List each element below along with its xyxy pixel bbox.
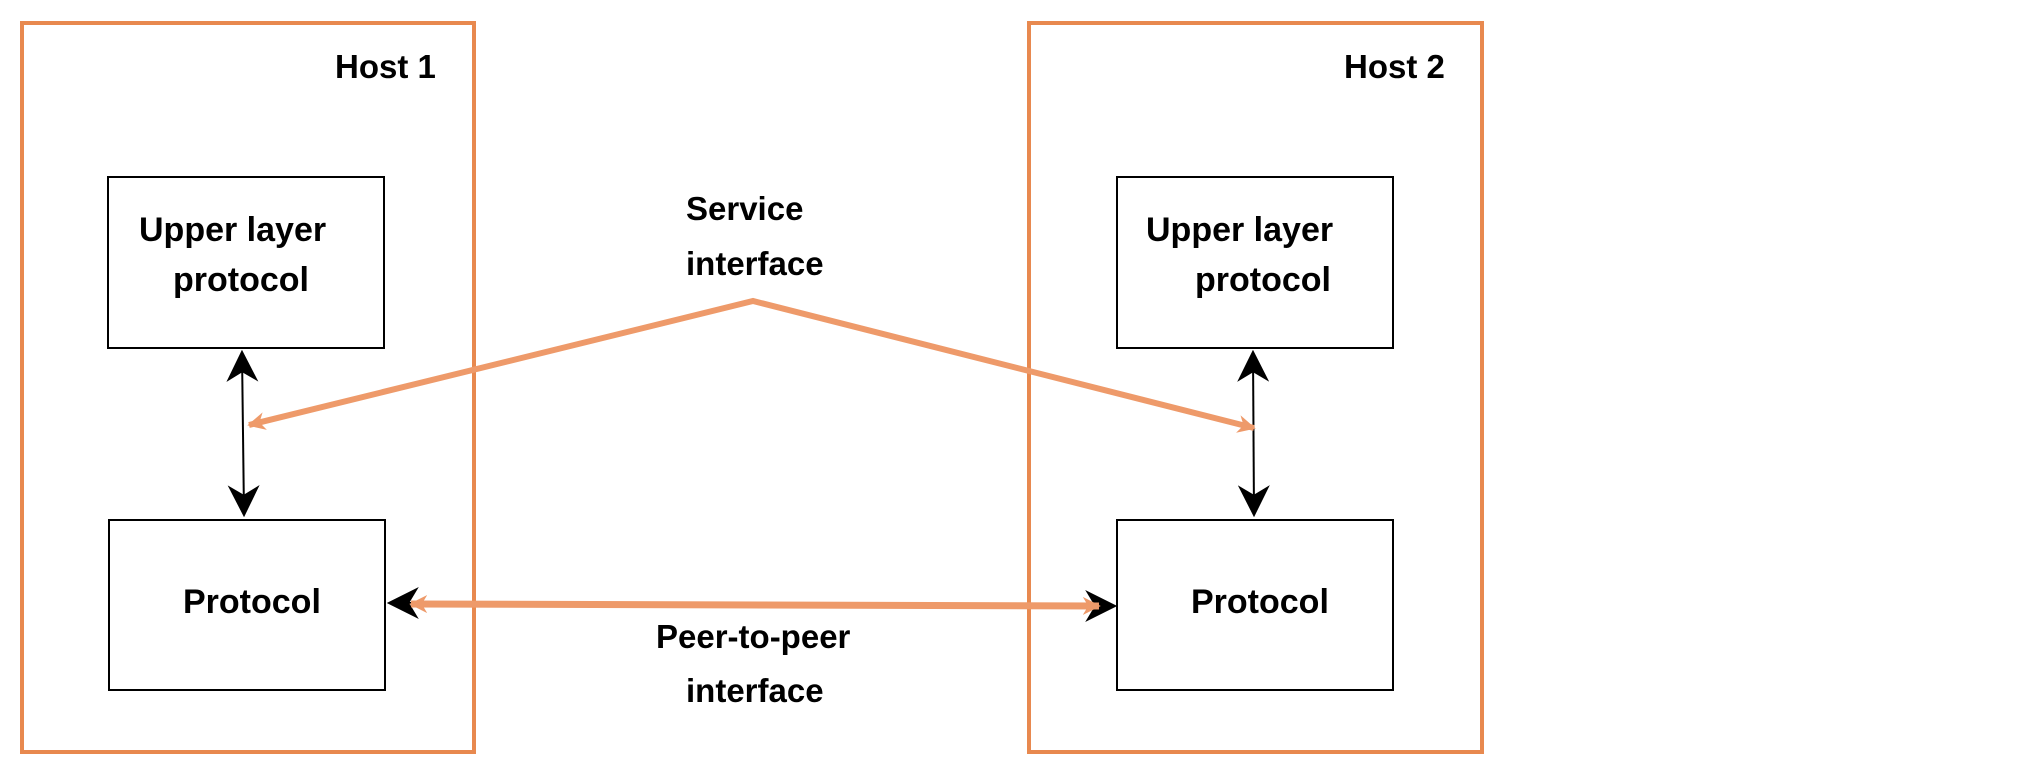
host-2-upper-layer-box [1116,176,1394,349]
host-1-upper-layer-label-line2: protocol [173,261,309,299]
peer-interface-label-line1: Peer-to-peer [656,618,851,655]
host-1-protocol-label: Protocol [183,583,321,621]
host-2-title: Host 2 [1344,48,1445,85]
host-1-upper-layer-label-line1: Upper layer [139,211,327,249]
host-2-protocol-label: Protocol [1191,583,1329,621]
peer-interface-label-line2: interface [686,672,824,709]
peer-to-peer-arrow [409,595,1101,615]
host-1-upper-layer-box [107,176,385,349]
service-interface-label-line1: Service [686,190,804,227]
host-1-title: Host 1 [335,48,436,85]
host-1-protocol-box [108,519,386,691]
service-interface-label-line2: interface [686,245,824,282]
host-2-upper-layer-label-line1: Upper layer [1146,211,1334,249]
host-2-upper-layer-label-line2: protocol [1195,261,1331,299]
